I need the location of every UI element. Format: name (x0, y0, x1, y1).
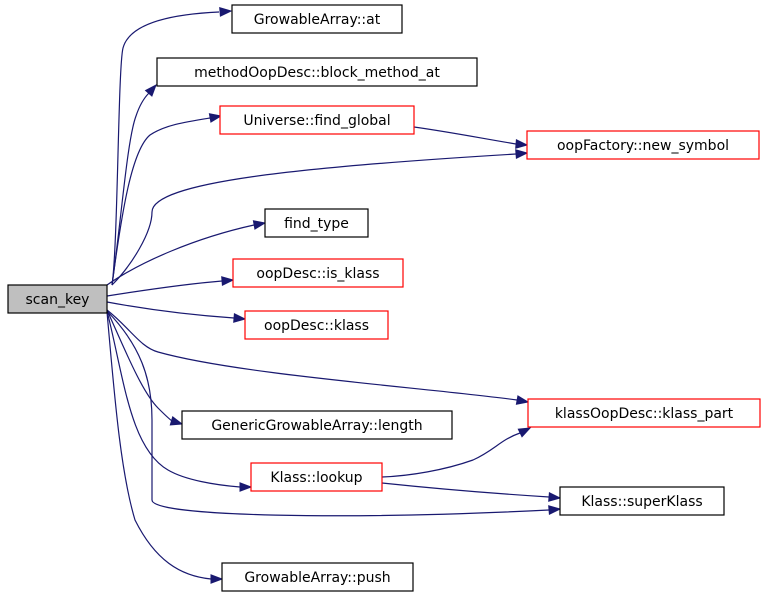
node-box (250, 462, 383, 492)
node-superklass[interactable]: Klass::superKlass (559, 486, 725, 516)
edge-scan-key-to-klass (106, 301, 247, 323)
node-box (7, 284, 108, 314)
edge-scan-key-to-superklass (106, 310, 562, 517)
node-label: oopDesc::is_klass (256, 266, 379, 282)
edge-lookup-to-superklass (381, 482, 562, 502)
node-label: klassOopDesc::klass_part (555, 406, 734, 422)
node-label: oopDesc::klass (264, 318, 369, 334)
edge-scan-key-to-growable-at (111, 7, 233, 286)
node-label: find_type (284, 216, 349, 232)
node-box (181, 410, 453, 440)
node-growable-at[interactable]: GrowableArray::at (231, 4, 403, 34)
node-lookup[interactable]: Klass::lookup (250, 462, 383, 492)
node-box (221, 562, 414, 592)
edge-lookup-to-klass-part (381, 427, 532, 478)
edge-scan-key-to-length (106, 309, 184, 426)
node-is-klass[interactable]: oopDesc::is_klass (232, 258, 404, 288)
node-label: GenericGrowableArray::length (211, 418, 422, 434)
node-box (559, 486, 725, 516)
edge-scan-key-to-block-method-at (111, 83, 157, 286)
node-box (219, 105, 415, 135)
node-label: Klass::lookup (270, 470, 362, 486)
node-box (526, 130, 760, 160)
edge-scan-key-to-find-global (111, 113, 223, 286)
node-find-global[interactable]: Universe::find_global (219, 105, 415, 135)
node-label: GrowableArray::push (244, 570, 390, 586)
node-block-method-at[interactable]: methodOopDesc::block_method_at (156, 57, 478, 87)
edge-scan-key-to-push (106, 311, 224, 584)
edge-scan-key-to-is-klass (106, 276, 235, 297)
call-edges (106, 7, 562, 584)
node-push[interactable]: GrowableArray::push (221, 562, 414, 592)
node-klass[interactable]: oopDesc::klass (244, 310, 389, 340)
node-label: oopFactory::new_symbol (557, 138, 729, 154)
node-label: GrowableArray::at (254, 12, 381, 28)
edge-find-global-to-new-symbol (413, 126, 529, 149)
node-label: Universe::find_global (243, 113, 390, 129)
node-new-symbol[interactable]: oopFactory::new_symbol (526, 130, 760, 160)
edge-scan-key-to-lookup (106, 310, 253, 492)
node-box (156, 57, 478, 87)
node-box (264, 208, 369, 238)
node-label: methodOopDesc::block_method_at (194, 65, 440, 81)
edge-scan-key-to-klass-part (106, 309, 530, 405)
node-find-type[interactable]: find_type (264, 208, 369, 238)
edge-scan-key-to-find-type (106, 220, 267, 286)
node-label: Klass::superKlass (581, 494, 702, 510)
node-length[interactable]: GenericGrowableArray::length (181, 410, 453, 440)
node-box (231, 4, 403, 34)
node-klass-part[interactable]: klassOopDesc::klass_part (527, 398, 761, 428)
node-box (527, 398, 761, 428)
node-scan-key: scan_key (7, 284, 108, 314)
call-nodes: scan_key GrowableArray::atmethodOopDesc::… (7, 4, 761, 592)
node-label: scan_key (26, 292, 90, 308)
node-box (244, 310, 389, 340)
edge-scan-key-to-new-symbol (111, 149, 529, 286)
node-box (232, 258, 404, 288)
